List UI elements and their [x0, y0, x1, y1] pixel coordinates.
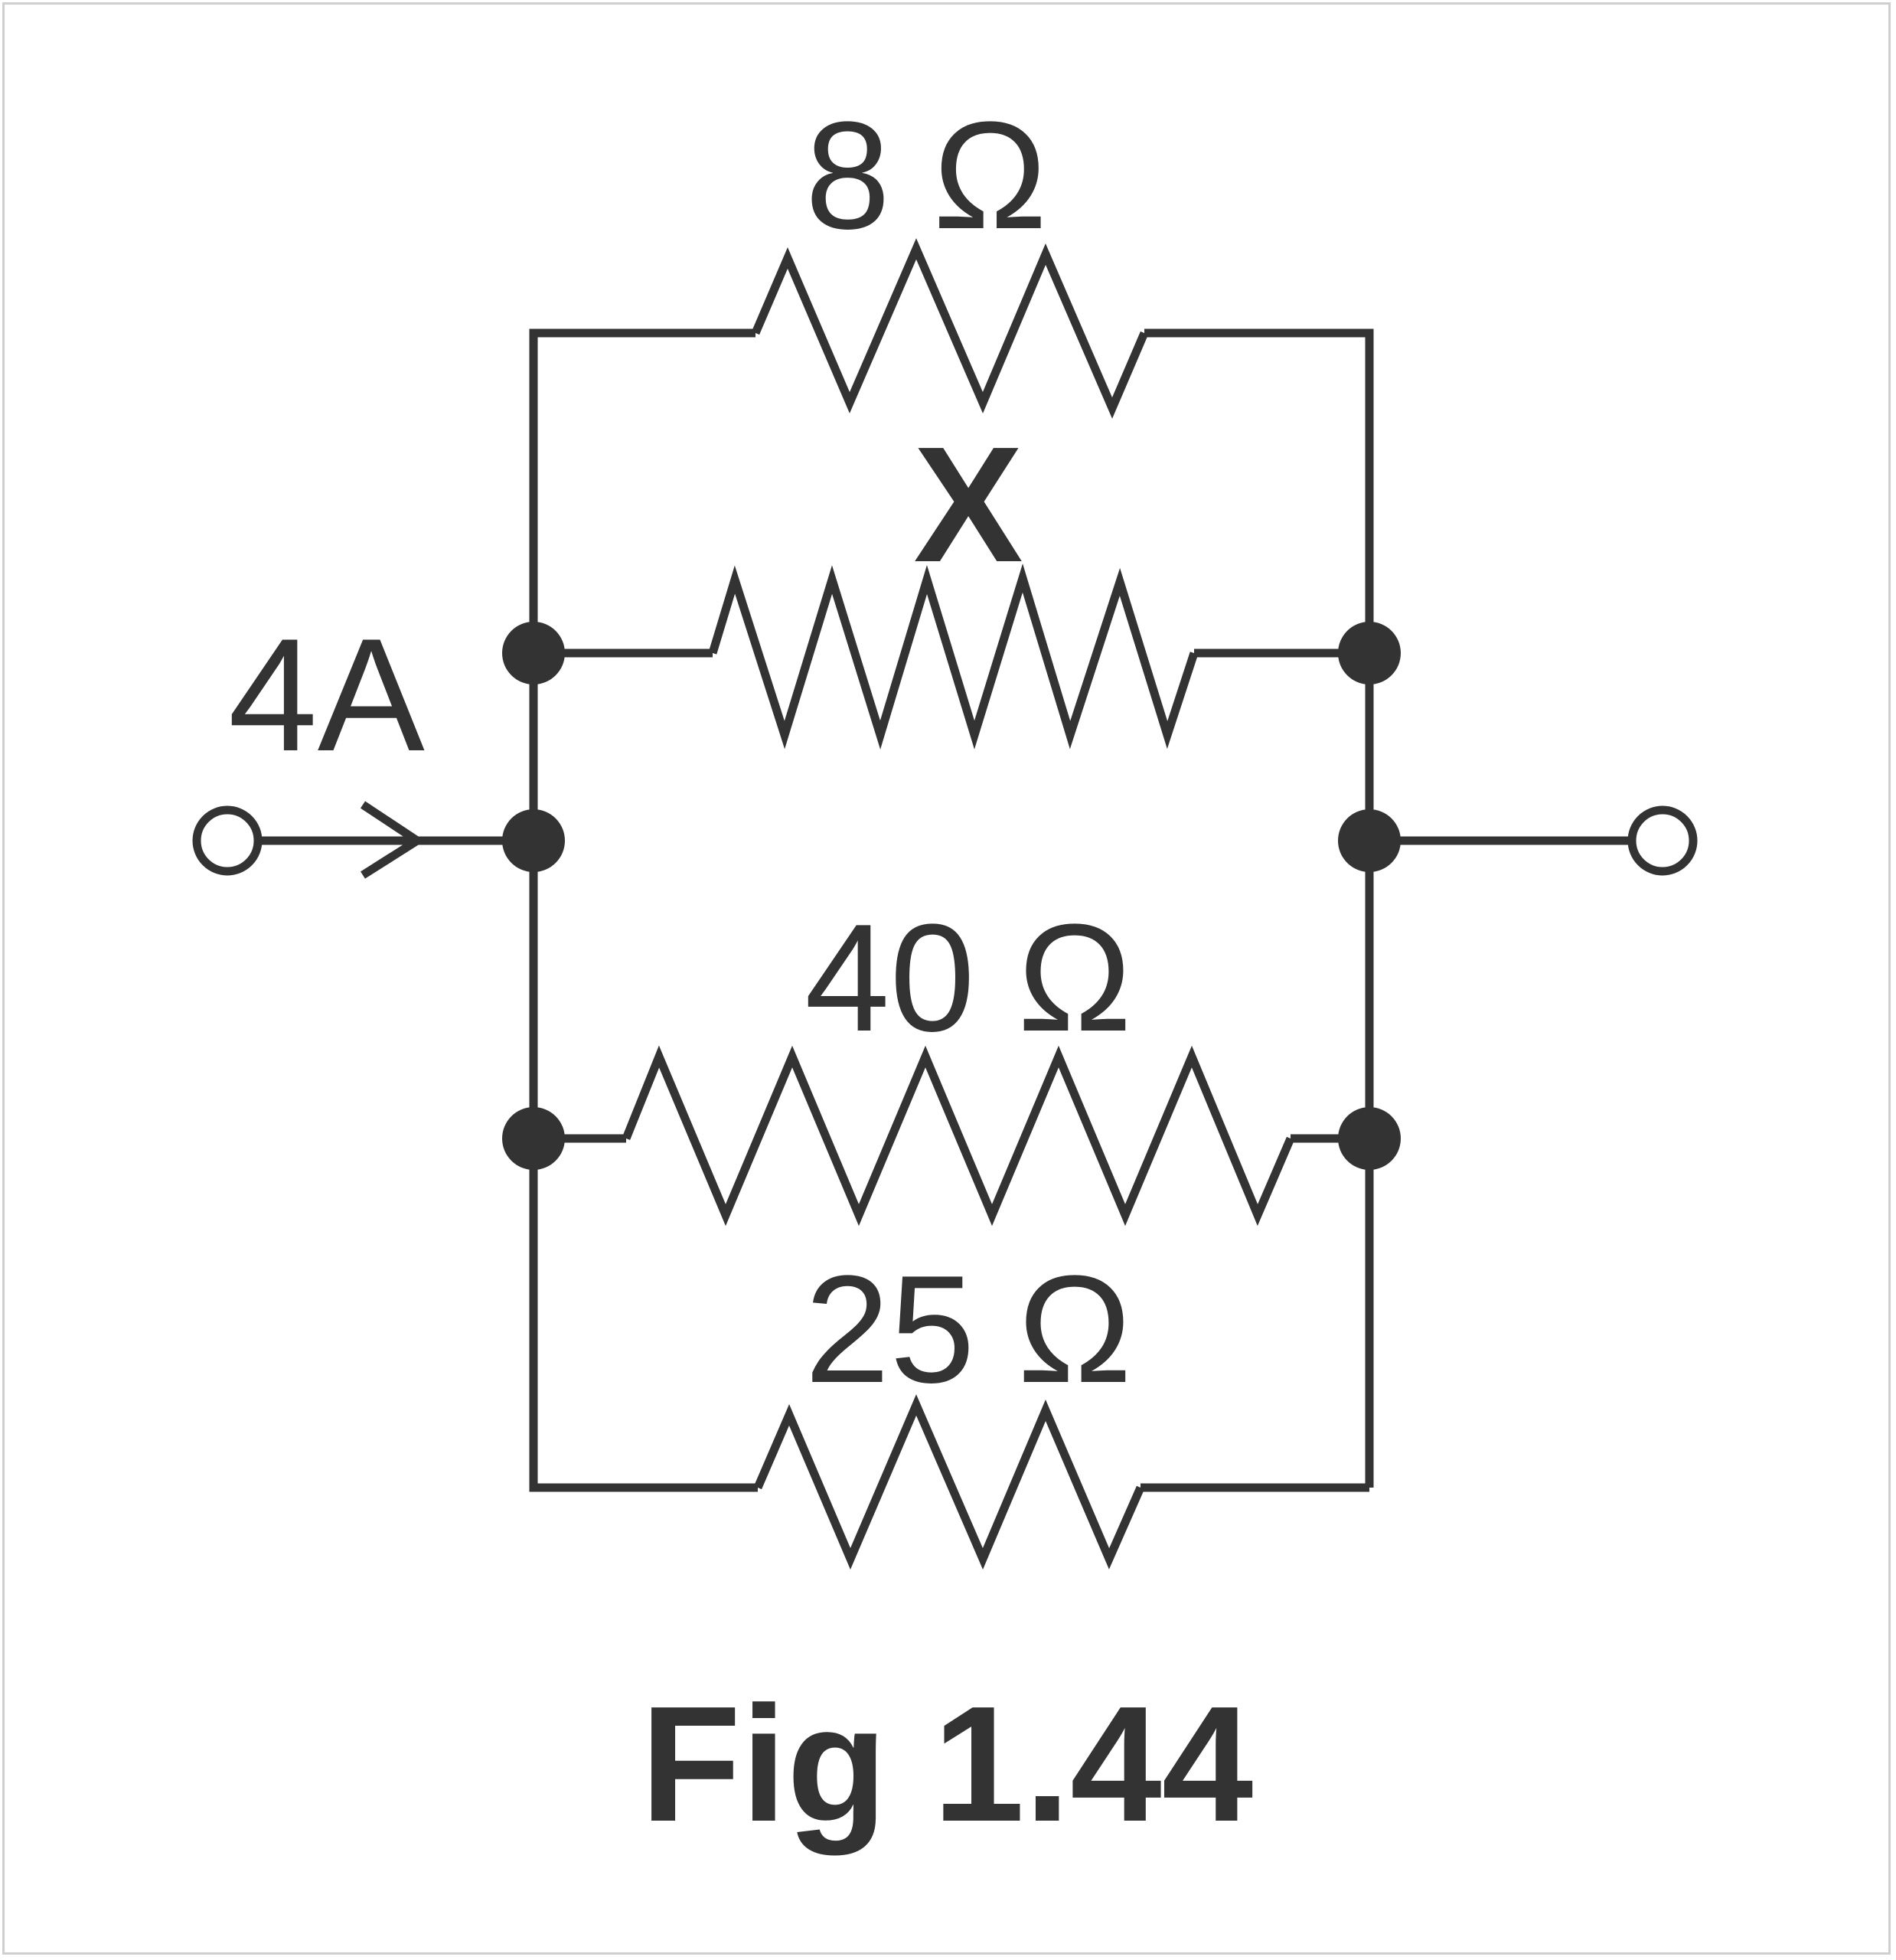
junction-node-right-x: [1338, 622, 1401, 684]
resistor-x-label: X: [913, 412, 1023, 596]
resistor-8-ohm-label: 8 Ω: [805, 90, 1047, 261]
resistor-40-ohm-zigzag: [622, 1045, 1295, 1227]
resistor-40-ohm-label: 40 Ω: [804, 893, 1132, 1063]
current-arrow-icon: [360, 801, 426, 879]
output-terminal: [1627, 805, 1698, 876]
input-terminal: [192, 805, 263, 876]
resistor-8-ohm-zigzag: [751, 238, 1149, 419]
resistor-x-zigzag: [708, 564, 1199, 750]
top-right-wire: [1144, 328, 1374, 1488]
top-left-wire: [529, 328, 755, 1485]
junction-node-left-40: [502, 1107, 565, 1170]
figure-caption: Fig 1.44: [641, 1671, 1254, 1856]
junction-node-right-output: [1338, 809, 1401, 872]
resistor-25-ohm-label: 25 Ω: [804, 1244, 1132, 1415]
bottom-left-wire: [529, 1483, 758, 1492]
resistor-25-ohm-zigzag: [753, 1394, 1145, 1570]
junction-node-left-x: [502, 622, 565, 684]
junction-node-left-input: [502, 809, 565, 872]
current-label: 4A: [228, 605, 425, 785]
junction-node-right-40: [1338, 1107, 1401, 1170]
